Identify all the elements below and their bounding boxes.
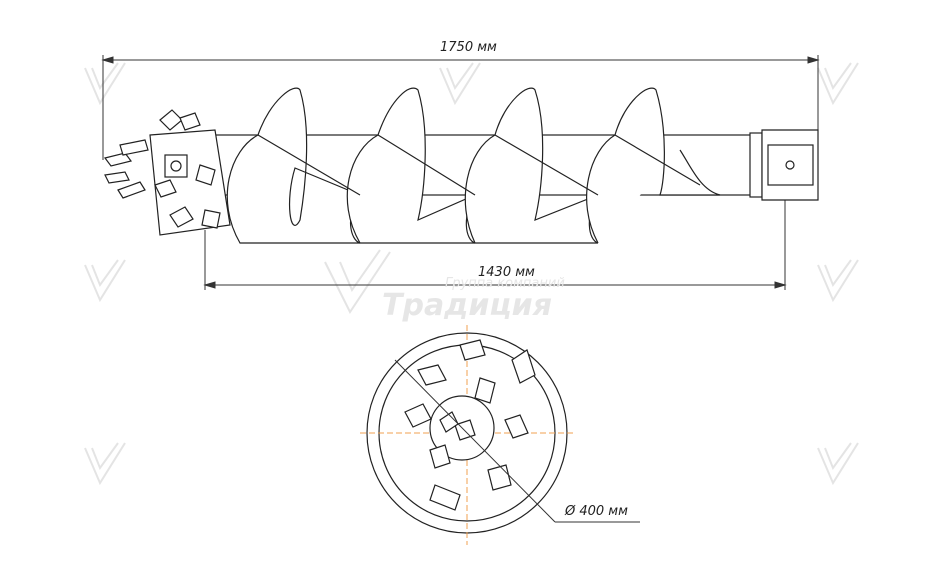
watermark-logo-icon — [84, 442, 126, 486]
total-length-label: 1750 мм — [440, 40, 497, 55]
watermark-logo-icon — [439, 62, 481, 106]
auger-side-view — [103, 87, 819, 244]
cutting-head — [103, 109, 231, 236]
shaft-collar — [749, 132, 763, 198]
watermark-logo-icon — [84, 259, 126, 303]
dimension-lines — [101, 55, 820, 290]
cutter-teeth — [103, 109, 221, 229]
watermark-logo-icon — [817, 62, 859, 106]
diameter-leader — [394, 359, 556, 523]
flight-length-label: 1430 мм — [478, 265, 535, 280]
watermark-logo-icon — [84, 62, 126, 106]
auger-end-view — [360, 325, 640, 545]
watermark-subtitle: Группа компаний — [445, 276, 565, 291]
watermark-logo-icon — [817, 259, 859, 303]
end-view-teeth — [404, 339, 536, 511]
watermark-logos — [84, 62, 859, 486]
flights — [226, 87, 721, 244]
diameter-label: Ø 400 мм — [565, 504, 628, 519]
watermark-logo-icon — [817, 442, 859, 486]
watermark-logo-icon — [324, 249, 391, 314]
watermark-brand: Традиция — [382, 288, 552, 323]
